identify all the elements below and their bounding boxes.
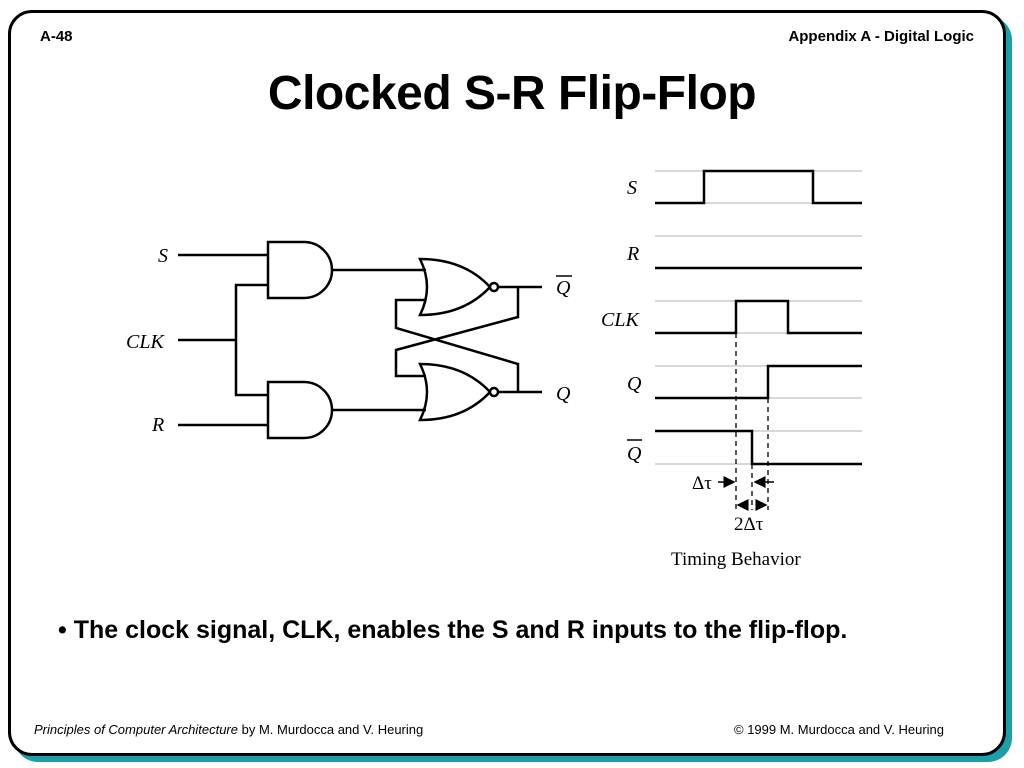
timing-label-r: R — [626, 243, 639, 265]
delta-tau-label: Δτ — [692, 473, 712, 494]
timing-grid — [655, 170, 862, 465]
timing-waveforms — [655, 169, 862, 466]
waveform-s — [655, 169, 862, 205]
timing-caption: Timing Behavior — [671, 549, 801, 570]
input-label-r: R — [151, 414, 164, 436]
input-label-s: S — [158, 245, 168, 267]
input-label-clk: CLK — [126, 331, 165, 353]
book-authors: by M. Murdocca and V. Heuring — [238, 722, 424, 737]
timing-label-clk: CLK — [601, 309, 640, 331]
nor-gate-top — [417, 257, 492, 317]
waveform-qbar — [655, 429, 862, 466]
delta-arrows — [718, 476, 774, 511]
output-label-q: Q — [556, 383, 571, 405]
wire-clk-bus — [234, 283, 268, 397]
book-title: Principles of Computer Architecture — [34, 722, 238, 737]
and-gate-bottom — [266, 380, 334, 440]
waveform-q — [655, 364, 862, 400]
double-delta-tau-label: 2Δτ — [734, 514, 764, 535]
page-number: A-48 — [40, 28, 73, 45]
output-label-qbar: Q — [556, 277, 571, 299]
nor-bubble-top — [488, 281, 500, 293]
timing-markers — [735, 333, 769, 510]
timing-label-qbar: Q — [627, 443, 642, 465]
wire-feedback-qbar — [394, 287, 520, 378]
nor-bubble-bottom — [488, 386, 500, 398]
logic-circuit — [178, 240, 542, 440]
section-title: Appendix A - Digital Logic — [788, 28, 974, 45]
nor-gate-bottom — [417, 362, 492, 422]
waveform-clk — [655, 299, 862, 335]
slide-frame — [8, 10, 1006, 756]
and-gate-top — [266, 240, 334, 300]
wire-feedback-q — [394, 298, 520, 392]
timing-label-s: S — [627, 177, 637, 199]
timing-label-q: Q — [627, 373, 642, 395]
slide-title: Clocked S-R Flip-Flop — [267, 67, 757, 120]
footer-copyright: © 1999 M. Murdocca and V. Heuring — [734, 722, 944, 737]
footer-left: Principles of Computer Architecture by M… — [34, 722, 423, 737]
bullet-text: • The clock signal, CLK, enables the S a… — [58, 616, 848, 644]
